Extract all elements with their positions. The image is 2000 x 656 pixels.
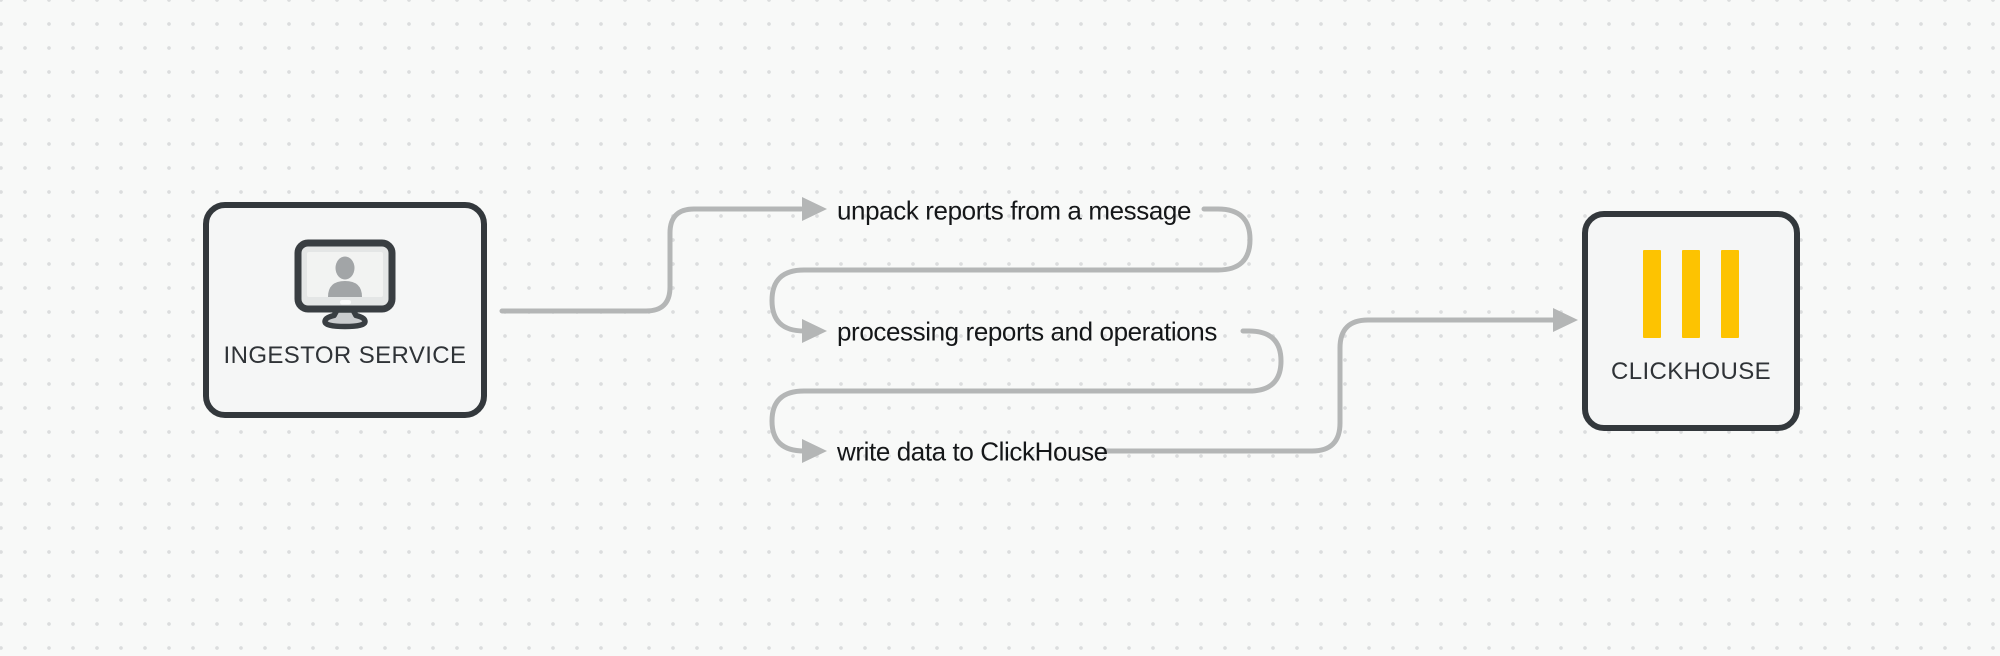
clickhouse-bar — [1643, 250, 1661, 338]
flow-step-label-1: unpack reports from a message — [837, 195, 1192, 226]
connector-step3-to-clickhouse — [1103, 317, 1556, 454]
flow-step-label-3: write data to ClickHouse — [837, 436, 1108, 467]
clickhouse-bar — [1721, 250, 1739, 338]
flow-step-label-2: processing reports and operations — [837, 316, 1217, 347]
clickhouse-bars-icon — [1643, 250, 1739, 338]
monitor-user-icon — [294, 239, 396, 330]
clickhouse-label: CLICKHOUSE — [1610, 358, 1772, 385]
node-ingestor-service: INGESTOR SERVICE — [203, 202, 487, 418]
clickhouse-bar — [1682, 250, 1700, 338]
connector-step2-to-step3 — [769, 328, 1284, 454]
connector-step1-to-step2 — [769, 206, 1253, 334]
ingestor-service-label: INGESTOR SERVICE — [223, 342, 467, 369]
arrowhead-step3 — [802, 439, 827, 463]
arrowhead-step1 — [802, 197, 827, 221]
connector-ingestor-to-step1 — [499, 206, 804, 314]
node-clickhouse: CLICKHOUSE — [1582, 211, 1800, 431]
arrowhead-clickhouse — [1553, 308, 1578, 332]
arrowhead-step2 — [802, 319, 827, 343]
